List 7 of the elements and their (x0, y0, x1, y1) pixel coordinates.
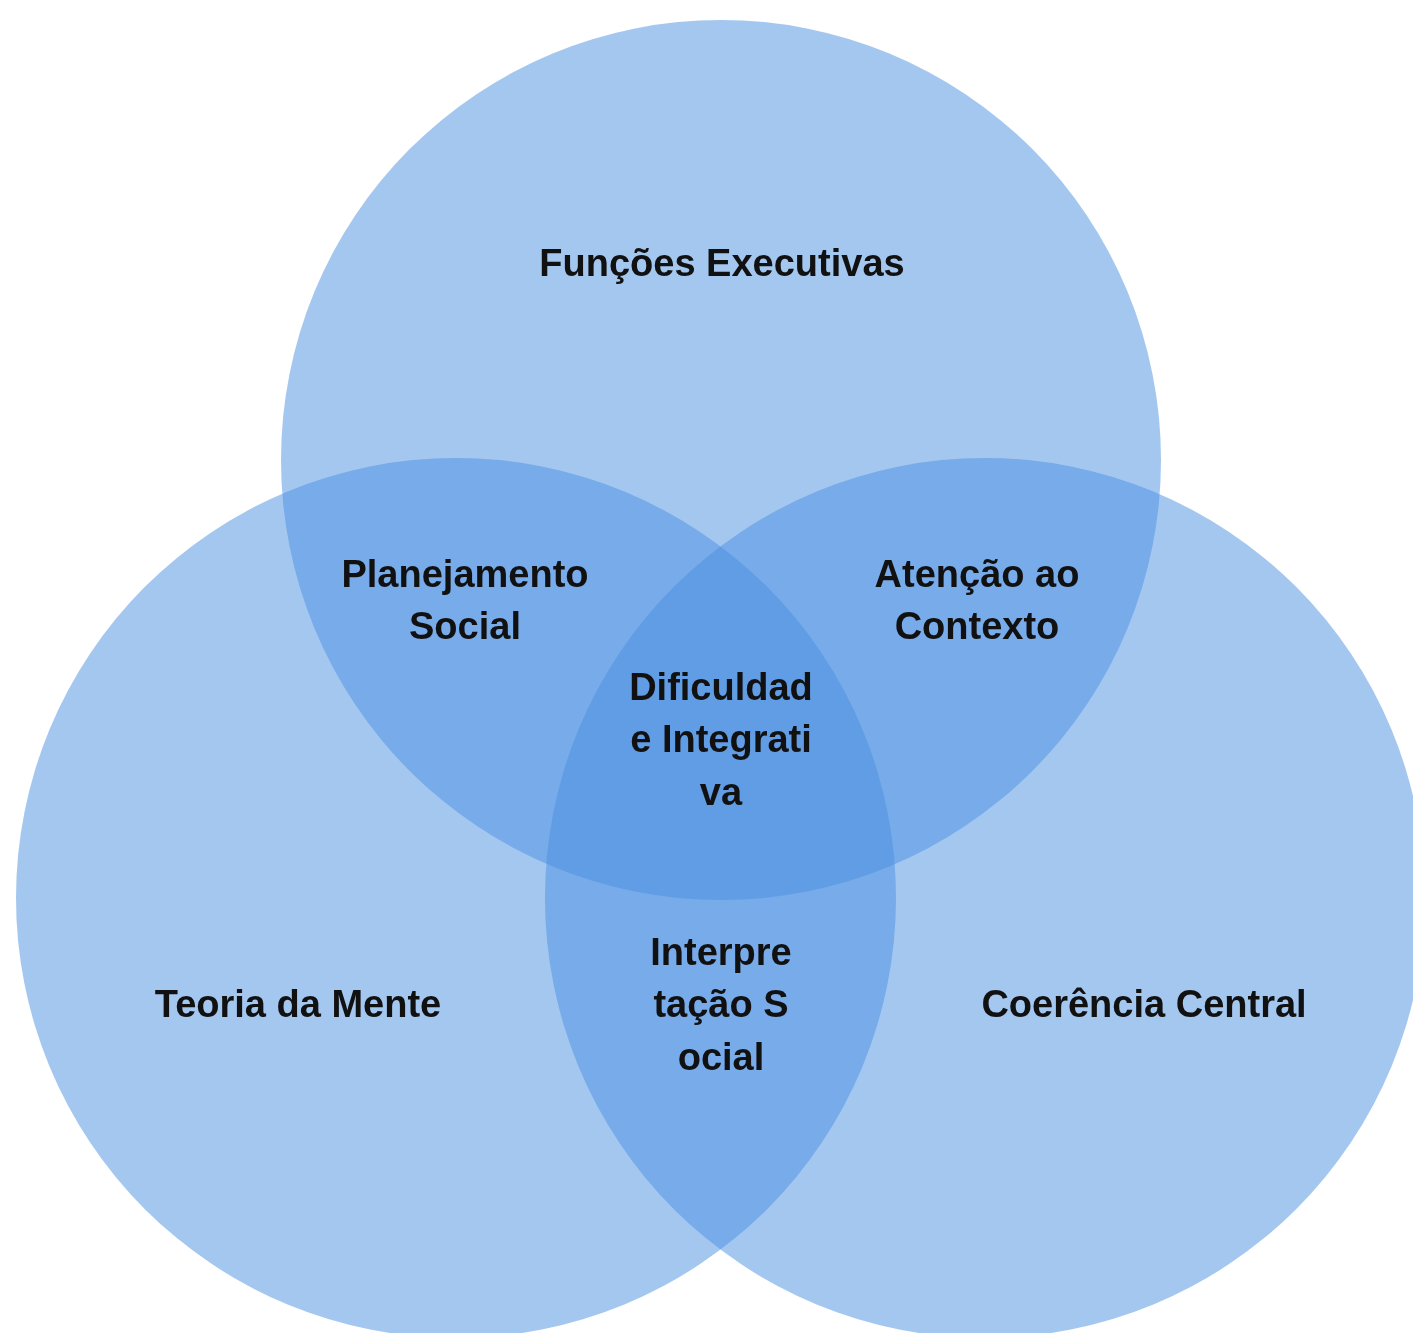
circle-label: Funções Executivas (539, 240, 905, 286)
circle-label: Coerência Central (981, 981, 1307, 1027)
overlap-label: Interpretação Social (649, 930, 793, 1081)
circle-label: Teoria da Mente (154, 981, 442, 1027)
overlap-label: Planejamento Social (340, 551, 590, 649)
overlap-label: Atenção ao Contexto (873, 551, 1081, 649)
overlap-label: Dificuldade Integrativa (628, 665, 814, 816)
